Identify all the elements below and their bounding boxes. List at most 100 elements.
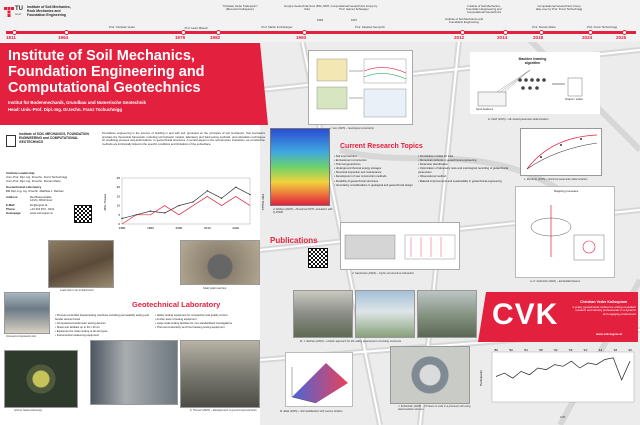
tu-graz-logo: TU Graz (4, 6, 23, 20)
x-tick-label: 2000 (176, 226, 183, 230)
timeline-year: 1976 (175, 35, 186, 40)
timeline-marker (216, 30, 221, 35)
timeline-year: 2018 (533, 35, 544, 40)
leader-2: Univ.-Prof. Dipl.-Ing. Dr.techn. Roman M… (6, 179, 61, 183)
msc-point (178, 204, 180, 207)
publications-qr[interactable] (308, 248, 328, 268)
timeline-marker (460, 30, 465, 35)
caption-geo: J. Leo (2025) – Geological uncertainty (330, 127, 374, 130)
cvk-title: Christian Veder Kolloquium (580, 300, 628, 304)
photo-compression (4, 292, 50, 334)
timeline-header (0, 0, 640, 42)
bullet-item: • Constitutive models for soils (418, 155, 454, 158)
address-value: Rechbauerstraße 12/I/G, 8010 Graz (30, 195, 53, 203)
timeline-marker (181, 30, 186, 35)
phone-value: +43 316 873 - 6231 (30, 207, 55, 211)
lab-title: Geotechnical Laboratory (132, 300, 221, 309)
timeline-year: 2012 (454, 35, 465, 40)
elias-plot (285, 352, 353, 407)
msc-point (220, 197, 223, 199)
caption-sandmann: A. Sandmann (2024) – Cyclic soil-structu… (352, 272, 414, 275)
bullet-item: • Embankment construction (334, 159, 367, 163)
cvk-x-tick: '14 (598, 348, 602, 352)
intro-text: Foundation engineering is the science of… (102, 132, 265, 146)
timeline-event: Institute of Soil Mechanics, Foundation … (466, 4, 502, 15)
bullet-item: • Equipment for index testing of all soi… (55, 330, 108, 334)
timeline-year: 1982 (210, 35, 221, 40)
lab-label: Geotechnical Laboratory (6, 185, 42, 189)
timeline-marker (503, 30, 508, 35)
msc-point (149, 210, 152, 212)
cvk-text: A yearly geotechnical conference uniting… (572, 305, 636, 316)
timeline-event: Gruppe Geotechnik Graz (BIG, RMT, IAG) (284, 4, 330, 12)
output-label: Output / Label (565, 97, 583, 101)
timeline-event: Prof. Christian Veder (109, 25, 135, 29)
caption-ml: H. Pieth (2025) – ML based parameter det… (488, 118, 549, 121)
email-value[interactable]: ibs@tugraz.at (30, 203, 48, 207)
timeline-marker (622, 30, 627, 35)
bullet-item: • Material improvements and sustainabili… (418, 179, 502, 183)
timeline-marker (12, 30, 17, 35)
optum-plot (270, 128, 330, 206)
cvk-logo-panel (478, 292, 638, 342)
cvk-x-tick: '18 (613, 348, 617, 352)
series-msc-line (121, 186, 251, 219)
caption-optum: A. Möbjus (2025) – Numerical OPTL simula… (273, 208, 333, 214)
msc-point (235, 186, 237, 188)
photo-schlechter (390, 346, 470, 404)
timeline-event: Prof. Roman Marte (532, 25, 556, 29)
website-value[interactable]: www.soil.tugraz.at (30, 211, 53, 215)
timeline-event: 1984 (316, 18, 324, 22)
bullet-item: • Numerical methods in geotechnical engi… (418, 159, 477, 163)
caption-load-cells: Load cells in an embankment (60, 289, 94, 292)
y-tick-label: 10 (117, 204, 121, 208)
bullet-item: • Process-controlled triaxial testing ma… (55, 314, 149, 322)
caption-rebhan: M. J. Rebhan (2025) – Holistic approach … (300, 340, 402, 343)
timeline-marker (539, 30, 544, 35)
logo-subtext: Graz (15, 12, 22, 16)
cvk-url[interactable]: www.cvk.tugraz.at (596, 332, 623, 336)
title-panel (0, 43, 268, 125)
caption-monforte: L. Monforte (2025) – Nonlocal parameter … (524, 178, 588, 181)
cvk-x-tick: '86 (494, 348, 498, 352)
caption-schlechter: J. Schlechter (2025) – CT-tests on soils… (398, 405, 471, 411)
granicher-diagram: Mapping processes (515, 186, 615, 278)
msc-point (121, 217, 123, 220)
bullet-item: • Uncertainty considerations in geologic… (334, 183, 413, 187)
photo-static-plate (180, 240, 260, 285)
y2-axis-label: PhD Theses (261, 194, 265, 211)
msc-point (163, 212, 166, 214)
institute-logo-text: Institute of SOIL MECHANICS, FOUNDATION … (19, 132, 89, 144)
y-tick-label: 5 (118, 213, 120, 217)
photo-rebhan-3 (417, 290, 477, 338)
cvk-logo: CVK (492, 298, 559, 331)
bullet-item: • Thermal conductivity and frost heaving… (155, 326, 225, 330)
title-german: Institut für Bodenmechanik, Grundbau und… (8, 100, 146, 105)
caption-compression: Unusual compression test (6, 335, 36, 338)
bullet-item: • Parameter identification (418, 163, 448, 167)
timeline-year: 2025 (616, 35, 627, 40)
y-tick-label: 20 (117, 185, 121, 189)
cvk-x-tick: '22 (628, 348, 632, 352)
caption-static-plate: Static plate load test (203, 287, 227, 290)
bullet-item: • Hobby testing equipment for compaction… (155, 314, 228, 317)
logo-text: TU (15, 6, 23, 12)
ml-label: Machine learning algorithm (518, 57, 547, 65)
timeline-event: "Christian Veder Kolloquium" (Memorial C… (222, 4, 258, 12)
timeline-event: 1997 (350, 18, 358, 22)
timeline-header-text: Institute of Soil Mechanics, Rock Mechan… (27, 5, 71, 17)
lab-head: BM Dipl.-Ing. Ing. Ill.techn. Matthias J… (6, 189, 64, 193)
bullet-item: • Observational method (418, 175, 446, 179)
input-label: Input features (476, 107, 494, 111)
cvk-participants-chart: '86'90'94'98'02'06'10'14'18'22Participan… (479, 348, 635, 403)
y-axis-label: MSc Theses (103, 193, 107, 210)
bullet-item: • Thermal geotechnics (334, 163, 361, 167)
cvk-x-tick: '06 (568, 348, 572, 352)
leader-1: Univ.-Prof. Dipl.-Ing. Dr.techn. Franz T… (6, 175, 68, 179)
photo-anchor (4, 350, 78, 408)
qr-code[interactable] (74, 205, 92, 223)
research-title: Current Research Topics (340, 143, 423, 150)
bullet-item: • Large scale testing facilities for non… (155, 322, 232, 326)
monforte-plot (520, 128, 602, 176)
timeline-year: 1964 (58, 35, 69, 40)
